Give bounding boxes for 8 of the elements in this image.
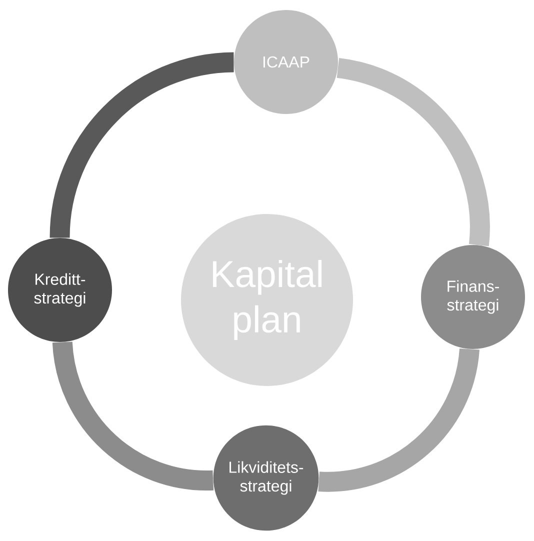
ring-arc [50, 52, 234, 238]
circle-node: ICAAP [234, 10, 338, 114]
ring-arc [336, 58, 490, 246]
circle-node: Kreditt- strategi [8, 238, 112, 342]
circle-node: Likviditets- strategi [213, 425, 319, 531]
circle-node: Finans- strategi [421, 245, 526, 349]
ring-arc [52, 341, 214, 490]
ring-arc [318, 348, 480, 492]
